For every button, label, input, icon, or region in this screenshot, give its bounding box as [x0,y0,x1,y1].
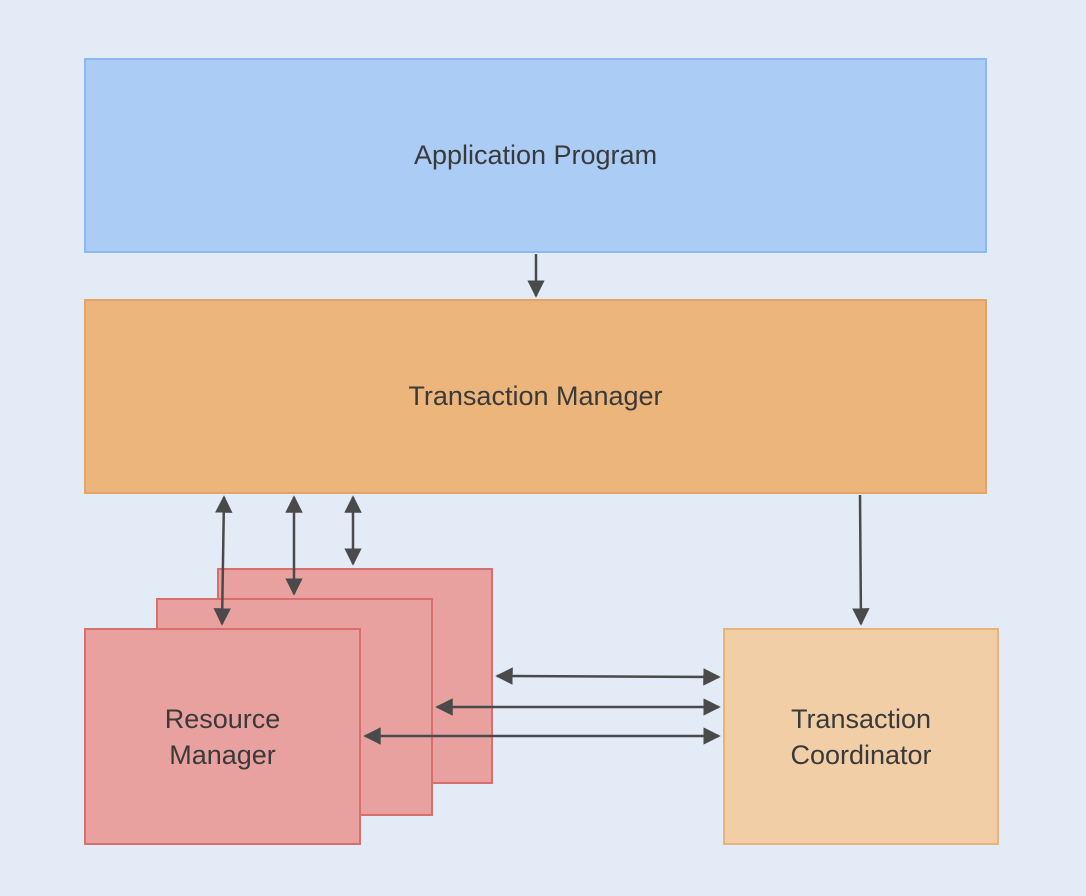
transaction-coordinator-box: Transaction Coordinator [723,628,999,845]
transaction-coordinator-label-line2: Coordinator [790,739,932,770]
arrow-rm-back-tc [495,667,721,686]
arrow-tm-to-tc [852,494,870,626]
arrow-tm-rm-front [213,495,233,626]
resource-manager-label-line2: Manager [169,739,276,770]
transaction-coordinator-label: Transaction Coordinator [790,701,931,773]
application-program-box: Application Program [84,58,987,253]
resource-manager-label: Resource Manager [165,701,281,773]
application-program-label: Application Program [413,140,658,170]
resource-manager-label-line1: Resource [164,703,281,734]
transaction-manager-box: Transaction Manager [84,299,987,494]
transaction-coordinator-label-line1: Transaction [790,703,932,734]
transaction-manager-label: Transaction Manager [408,381,663,411]
resource-manager-box-front: Resource Manager [84,628,361,845]
